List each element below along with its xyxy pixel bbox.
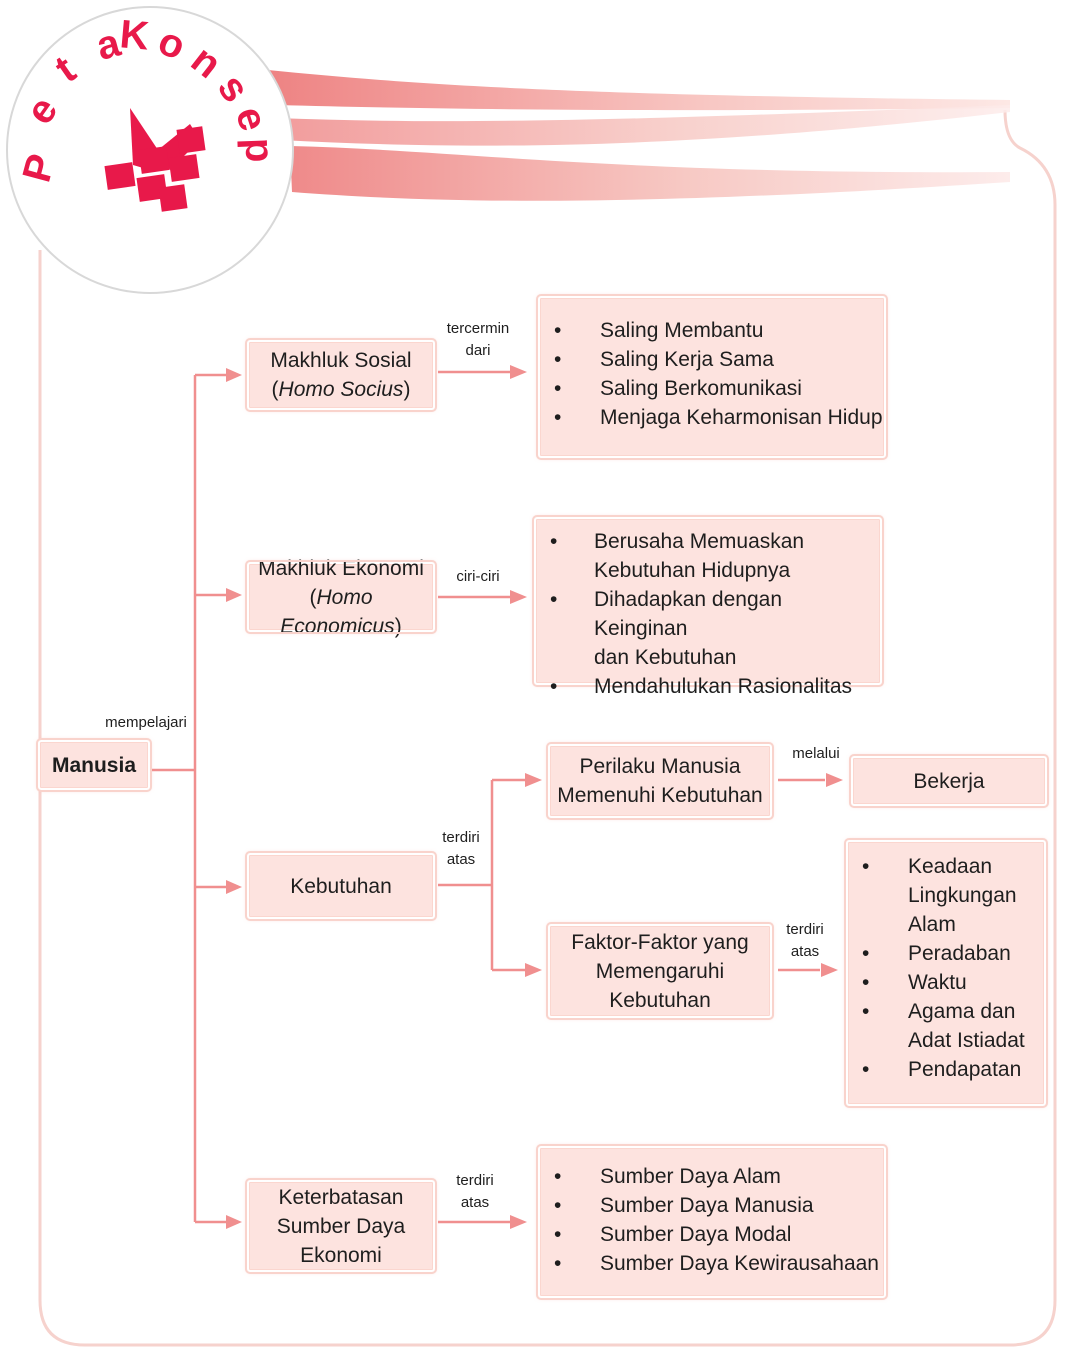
list-item: Peradaban xyxy=(848,939,1044,968)
edge-label-melalui: melalui xyxy=(780,743,852,765)
node-faktor: Faktor-Faktor yang Memengaruhi Kebutuhan xyxy=(546,922,774,1020)
node-keterbatasan-line: Sumber Daya xyxy=(276,1214,406,1238)
edge-label-mempelajari: mempelajari xyxy=(96,712,196,734)
edge-label-tercermin: tercermin dari xyxy=(436,318,520,362)
edge-label-text: atas xyxy=(460,1194,490,1211)
list-item-line: Mendahulukan Rasionalitas xyxy=(594,675,852,698)
paren-close: ) xyxy=(394,614,402,638)
edge-label-terdiri-2: terdiri atas xyxy=(772,919,838,963)
logo-mark xyxy=(104,108,206,212)
list-faktor: Keadaan Lingkungan Alam Peradaban Waktu … xyxy=(844,838,1048,1108)
connectors xyxy=(150,370,825,1224)
paren-close: ) xyxy=(403,378,411,401)
list-ekonomi: Berusaha Memuaskan Kebutuhan Hidupnya Di… xyxy=(532,515,884,701)
edge-label-text: mempelajari xyxy=(105,714,187,731)
node-manusia-label: Manusia xyxy=(51,753,137,777)
node-bekerja: Bekerja xyxy=(849,754,1049,808)
node-faktor-line: Kebutuhan xyxy=(609,988,711,1012)
wave-top xyxy=(268,70,1010,111)
list-item: Mendahulukan Rasionalitas xyxy=(536,672,880,701)
list-item: Sumber Daya Manusia xyxy=(540,1191,884,1220)
arrowheads xyxy=(226,365,843,1229)
list-item-line: Agama dan xyxy=(908,1000,1016,1023)
node-keterbatasan-line: Ekonomi xyxy=(300,1243,382,1267)
wave-top-2 xyxy=(275,105,1010,146)
node-makhluk-sosial: Makhluk Sosial (Homo Socius) xyxy=(245,338,437,412)
frame-border xyxy=(38,109,1057,1347)
list-item: Saling Berkomunikasi xyxy=(540,374,884,403)
node-manusia: Manusia xyxy=(36,738,152,792)
node-keterbatasan-line: Keterbatasan xyxy=(278,1185,404,1209)
list-item: Sumber Daya Alam xyxy=(540,1162,884,1191)
wave-bottom xyxy=(290,146,1010,201)
list-item: Sumber Daya Kewirausahaan xyxy=(540,1249,884,1278)
latin-term: Homo Economicus xyxy=(280,585,395,638)
list-item: Saling Membantu xyxy=(540,316,884,345)
edge-label-text: terdiri xyxy=(456,1172,494,1189)
edge-label-terdiri-3: terdiri atas xyxy=(440,1170,510,1214)
list-item: Waktu xyxy=(848,968,1044,997)
edge-label-text: atas xyxy=(446,851,476,868)
list-item-line: dan Kebutuhan xyxy=(594,646,737,669)
list-item-line: Alam xyxy=(908,913,956,936)
paren-open: ( xyxy=(271,378,279,401)
list-item-line: Berusaha Memuaskan xyxy=(594,530,805,553)
edge-label-text: terdiri xyxy=(786,921,824,938)
paren-open: ( xyxy=(309,585,317,609)
logo-letter: p xyxy=(237,137,282,163)
node-kebutuhan: Kebutuhan xyxy=(245,851,437,921)
list-item: Saling Kerja Sama xyxy=(540,345,884,374)
list-item-line: Lingkungan xyxy=(908,884,1017,907)
list-item: Berusaha Memuaskan Kebutuhan Hidupnya xyxy=(536,527,880,585)
edge-label-text: melalui xyxy=(792,745,840,762)
edge-label-text: ciri-ciri xyxy=(456,568,500,585)
edge-label-terdiri-1: terdiri atas xyxy=(426,827,496,871)
node-makhluk-ekonomi: Makhluk Ekonomi (Homo Economicus) xyxy=(245,557,437,638)
node-kebutuhan-label: Kebutuhan xyxy=(290,874,392,898)
node-perilaku: Perilaku Manusia Memenuhi Kebutuhan xyxy=(546,742,774,820)
node-makhluk-ekonomi-line2: (Homo Economicus) xyxy=(249,583,433,641)
node-faktor-line: Memengaruhi xyxy=(595,959,725,983)
edge-label-text: dari xyxy=(465,342,491,359)
edge-label-ciri: ciri-ciri xyxy=(438,566,518,588)
node-keterbatasan: Keterbatasan Sumber Daya Ekonomi xyxy=(245,1178,437,1274)
node-bekerja-label: Bekerja xyxy=(913,769,985,793)
node-makhluk-ekonomi-line1: Makhluk Ekonomi xyxy=(258,556,424,580)
list-item: Keadaan Lingkungan Alam xyxy=(848,852,1044,939)
logo-letter: K xyxy=(118,12,151,58)
list-sumber-daya: Sumber Daya Alam Sumber Daya Manusia Sum… xyxy=(536,1144,888,1300)
list-item-line: Keadaan xyxy=(908,855,993,878)
list-item-line: Adat Istiadat xyxy=(908,1029,1025,1052)
list-item: Agama dan Adat Istiadat xyxy=(848,997,1044,1055)
node-perilaku-line: Memenuhi Kebutuhan xyxy=(557,784,763,807)
edge-label-text: tercermin xyxy=(446,320,510,337)
node-makhluk-sosial-line1: Makhluk Sosial xyxy=(270,349,412,372)
list-item: Pendapatan xyxy=(848,1055,1044,1084)
edge-label-text: atas xyxy=(790,943,820,960)
node-perilaku-line: Perilaku Manusia xyxy=(579,755,741,778)
node-makhluk-sosial-line2: (Homo Socius) xyxy=(272,375,411,404)
edge-label-text: terdiri xyxy=(442,829,480,846)
list-sosial: Saling Membantu Saling Kerja Sama Saling… xyxy=(536,294,888,460)
list-item-line: Dihadapkan dengan Keinginan xyxy=(594,588,782,640)
list-item: Menjaga Keharmonisan Hidup xyxy=(540,403,884,432)
list-item: Sumber Daya Modal xyxy=(540,1220,884,1249)
node-faktor-line: Faktor-Faktor yang xyxy=(571,930,749,954)
list-item-line: Kebutuhan Hidupnya xyxy=(594,559,791,582)
latin-term: Homo Socius xyxy=(278,378,404,401)
list-item: Dihadapkan dengan Keinginan dan Kebutuha… xyxy=(536,585,880,672)
